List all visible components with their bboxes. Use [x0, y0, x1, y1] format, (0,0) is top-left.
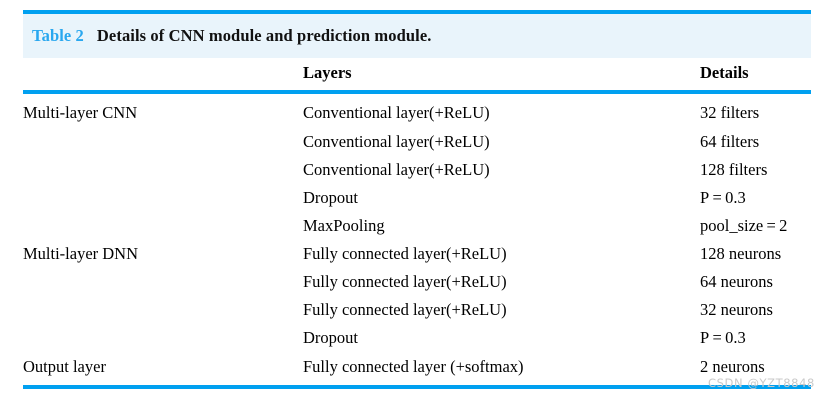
column-header-layers: Layers	[303, 63, 352, 82]
table-row: Conventional layer(+ReLU) 64 filters	[23, 128, 811, 156]
table-header: Layers Details	[23, 58, 811, 92]
table-body: Multi-layer CNN Conventional layer(+ReLU…	[23, 92, 811, 387]
cell-group	[23, 156, 303, 184]
cell-group	[23, 324, 303, 352]
table-row: Dropout P = 0.3	[23, 324, 811, 352]
table-row: MaxPooling pool_size = 2	[23, 212, 811, 240]
cell-group	[23, 184, 303, 212]
table-row: Conventional layer(+ReLU) 128 filters	[23, 156, 811, 184]
cell-detail: 64 filters	[700, 132, 760, 151]
cell-detail: 32 neurons	[700, 300, 773, 319]
table-caption-band: Table 2 Details of CNN module and predict…	[23, 14, 811, 58]
table-row: Fully connected layer(+ReLU) 64 neurons	[23, 268, 811, 296]
table-row: Output layer Fully connected layer (+sof…	[23, 352, 811, 387]
cell-layer: Dropout	[303, 188, 358, 207]
column-header-group	[23, 58, 303, 92]
table-caption: Table 2 Details of CNN module and predict…	[23, 26, 431, 46]
table-row: Fully connected layer(+ReLU) 32 neurons	[23, 296, 811, 324]
cell-group: Output layer	[23, 357, 106, 376]
cell-detail: 32 filters	[700, 103, 760, 122]
details-table: Layers Details Multi-layer CNN Conventio…	[23, 58, 811, 389]
cell-layer: Conventional layer(+ReLU)	[303, 160, 490, 179]
cell-layer: Fully connected layer(+ReLU)	[303, 244, 507, 263]
watermark: CSDN @YZT8848	[708, 376, 815, 390]
table-row: Multi-layer DNN Fully connected layer(+R…	[23, 240, 811, 268]
cell-detail: P = 0.3	[700, 188, 746, 207]
table-caption-title: Details of CNN module and prediction mod…	[96, 26, 432, 45]
cell-group: Multi-layer DNN	[23, 244, 139, 263]
cell-group	[23, 296, 303, 324]
cell-group	[23, 268, 303, 296]
table-caption-label: Table 2	[32, 26, 84, 45]
cell-layer: Fully connected layer(+ReLU)	[303, 272, 507, 291]
table-figure: Table 2 Details of CNN module and predict…	[23, 0, 811, 402]
cell-layer: Fully connected layer (+softmax)	[303, 357, 524, 376]
table-header-row: Layers Details	[23, 58, 811, 92]
cell-detail: pool_size = 2	[700, 216, 788, 235]
table-row: Multi-layer CNN Conventional layer(+ReLU…	[23, 92, 811, 128]
column-header-details: Details	[700, 63, 749, 82]
cell-detail: 64 neurons	[700, 272, 773, 291]
cell-detail: 128 neurons	[700, 244, 782, 263]
cell-layer: MaxPooling	[303, 216, 385, 235]
cell-group	[23, 128, 303, 156]
cell-layer: Conventional layer(+ReLU)	[303, 103, 490, 122]
cell-detail: P = 0.3	[700, 328, 746, 347]
cell-detail: 2 neurons	[700, 357, 765, 376]
cell-layer: Fully connected layer(+ReLU)	[303, 300, 507, 319]
cell-layer: Conventional layer(+ReLU)	[303, 132, 490, 151]
cell-detail: 128 filters	[700, 160, 768, 179]
cell-layer: Dropout	[303, 328, 358, 347]
table-top-rule	[23, 10, 811, 14]
table-row: Dropout P = 0.3	[23, 184, 811, 212]
cell-group: Multi-layer CNN	[23, 103, 138, 122]
cell-group	[23, 212, 303, 240]
